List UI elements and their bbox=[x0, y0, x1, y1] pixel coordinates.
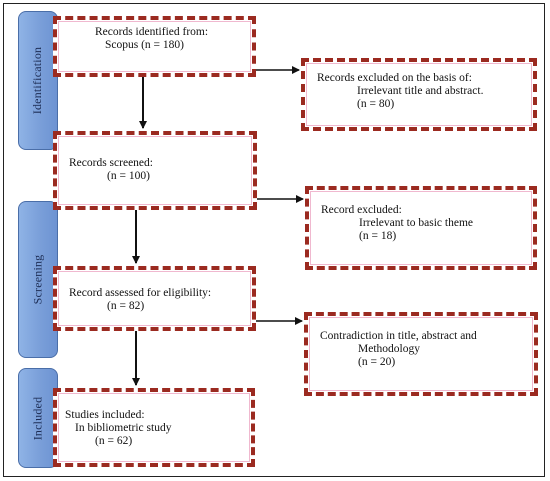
contradiction-line3: (n = 20) bbox=[358, 356, 396, 368]
studies-included-line2: In bibliometric study bbox=[75, 422, 172, 434]
records-excluded-line3: (n = 80) bbox=[357, 98, 395, 110]
stage-identification: Identification bbox=[18, 11, 58, 150]
record-assessed-line1: Record assessed for eligibility: bbox=[69, 287, 212, 299]
record-excluded-line3: (n = 18) bbox=[359, 230, 397, 242]
records-identified-line2: Scopus (n = 180) bbox=[105, 39, 184, 51]
records-excluded-line2: Irrelevant title and abstract. bbox=[357, 85, 484, 97]
record-excluded-line1: Record excluded: bbox=[321, 204, 402, 216]
records-excluded-line1: Records excluded on the basis of: bbox=[317, 72, 472, 84]
records-screened-line1: Records screened: bbox=[69, 157, 153, 169]
contradiction-line2: Methodology bbox=[358, 343, 420, 355]
records-excluded-box: Records excluded on the basis of: Irrele… bbox=[301, 58, 537, 131]
record-assessed-box: Record assessed for eligibility: (n = 82… bbox=[53, 266, 256, 331]
record-excluded-box: Record excluded: Irrelevant to basic the… bbox=[305, 186, 537, 270]
record-assessed-line2: (n = 82) bbox=[107, 300, 145, 312]
studies-included-box: Studies included: In bibliometric study … bbox=[53, 388, 255, 467]
records-identified-box: Records identified from: Scopus (n = 180… bbox=[53, 16, 256, 77]
records-screened-box: Records screened: (n = 100) bbox=[53, 131, 257, 210]
contradiction-line1: Contradiction in title, abstract and bbox=[320, 330, 477, 342]
records-identified-line1: Records identified from: bbox=[95, 26, 209, 38]
records-screened-line2: (n = 100) bbox=[107, 170, 150, 182]
stage-screening: Screening bbox=[18, 201, 58, 358]
studies-included-line1: Studies included: bbox=[65, 409, 145, 421]
contradiction-box: Contradiction in title, abstract and Met… bbox=[304, 312, 538, 396]
studies-included-line3: (n = 62) bbox=[95, 435, 133, 447]
record-excluded-line2: Irrelevant to basic theme bbox=[359, 217, 473, 229]
